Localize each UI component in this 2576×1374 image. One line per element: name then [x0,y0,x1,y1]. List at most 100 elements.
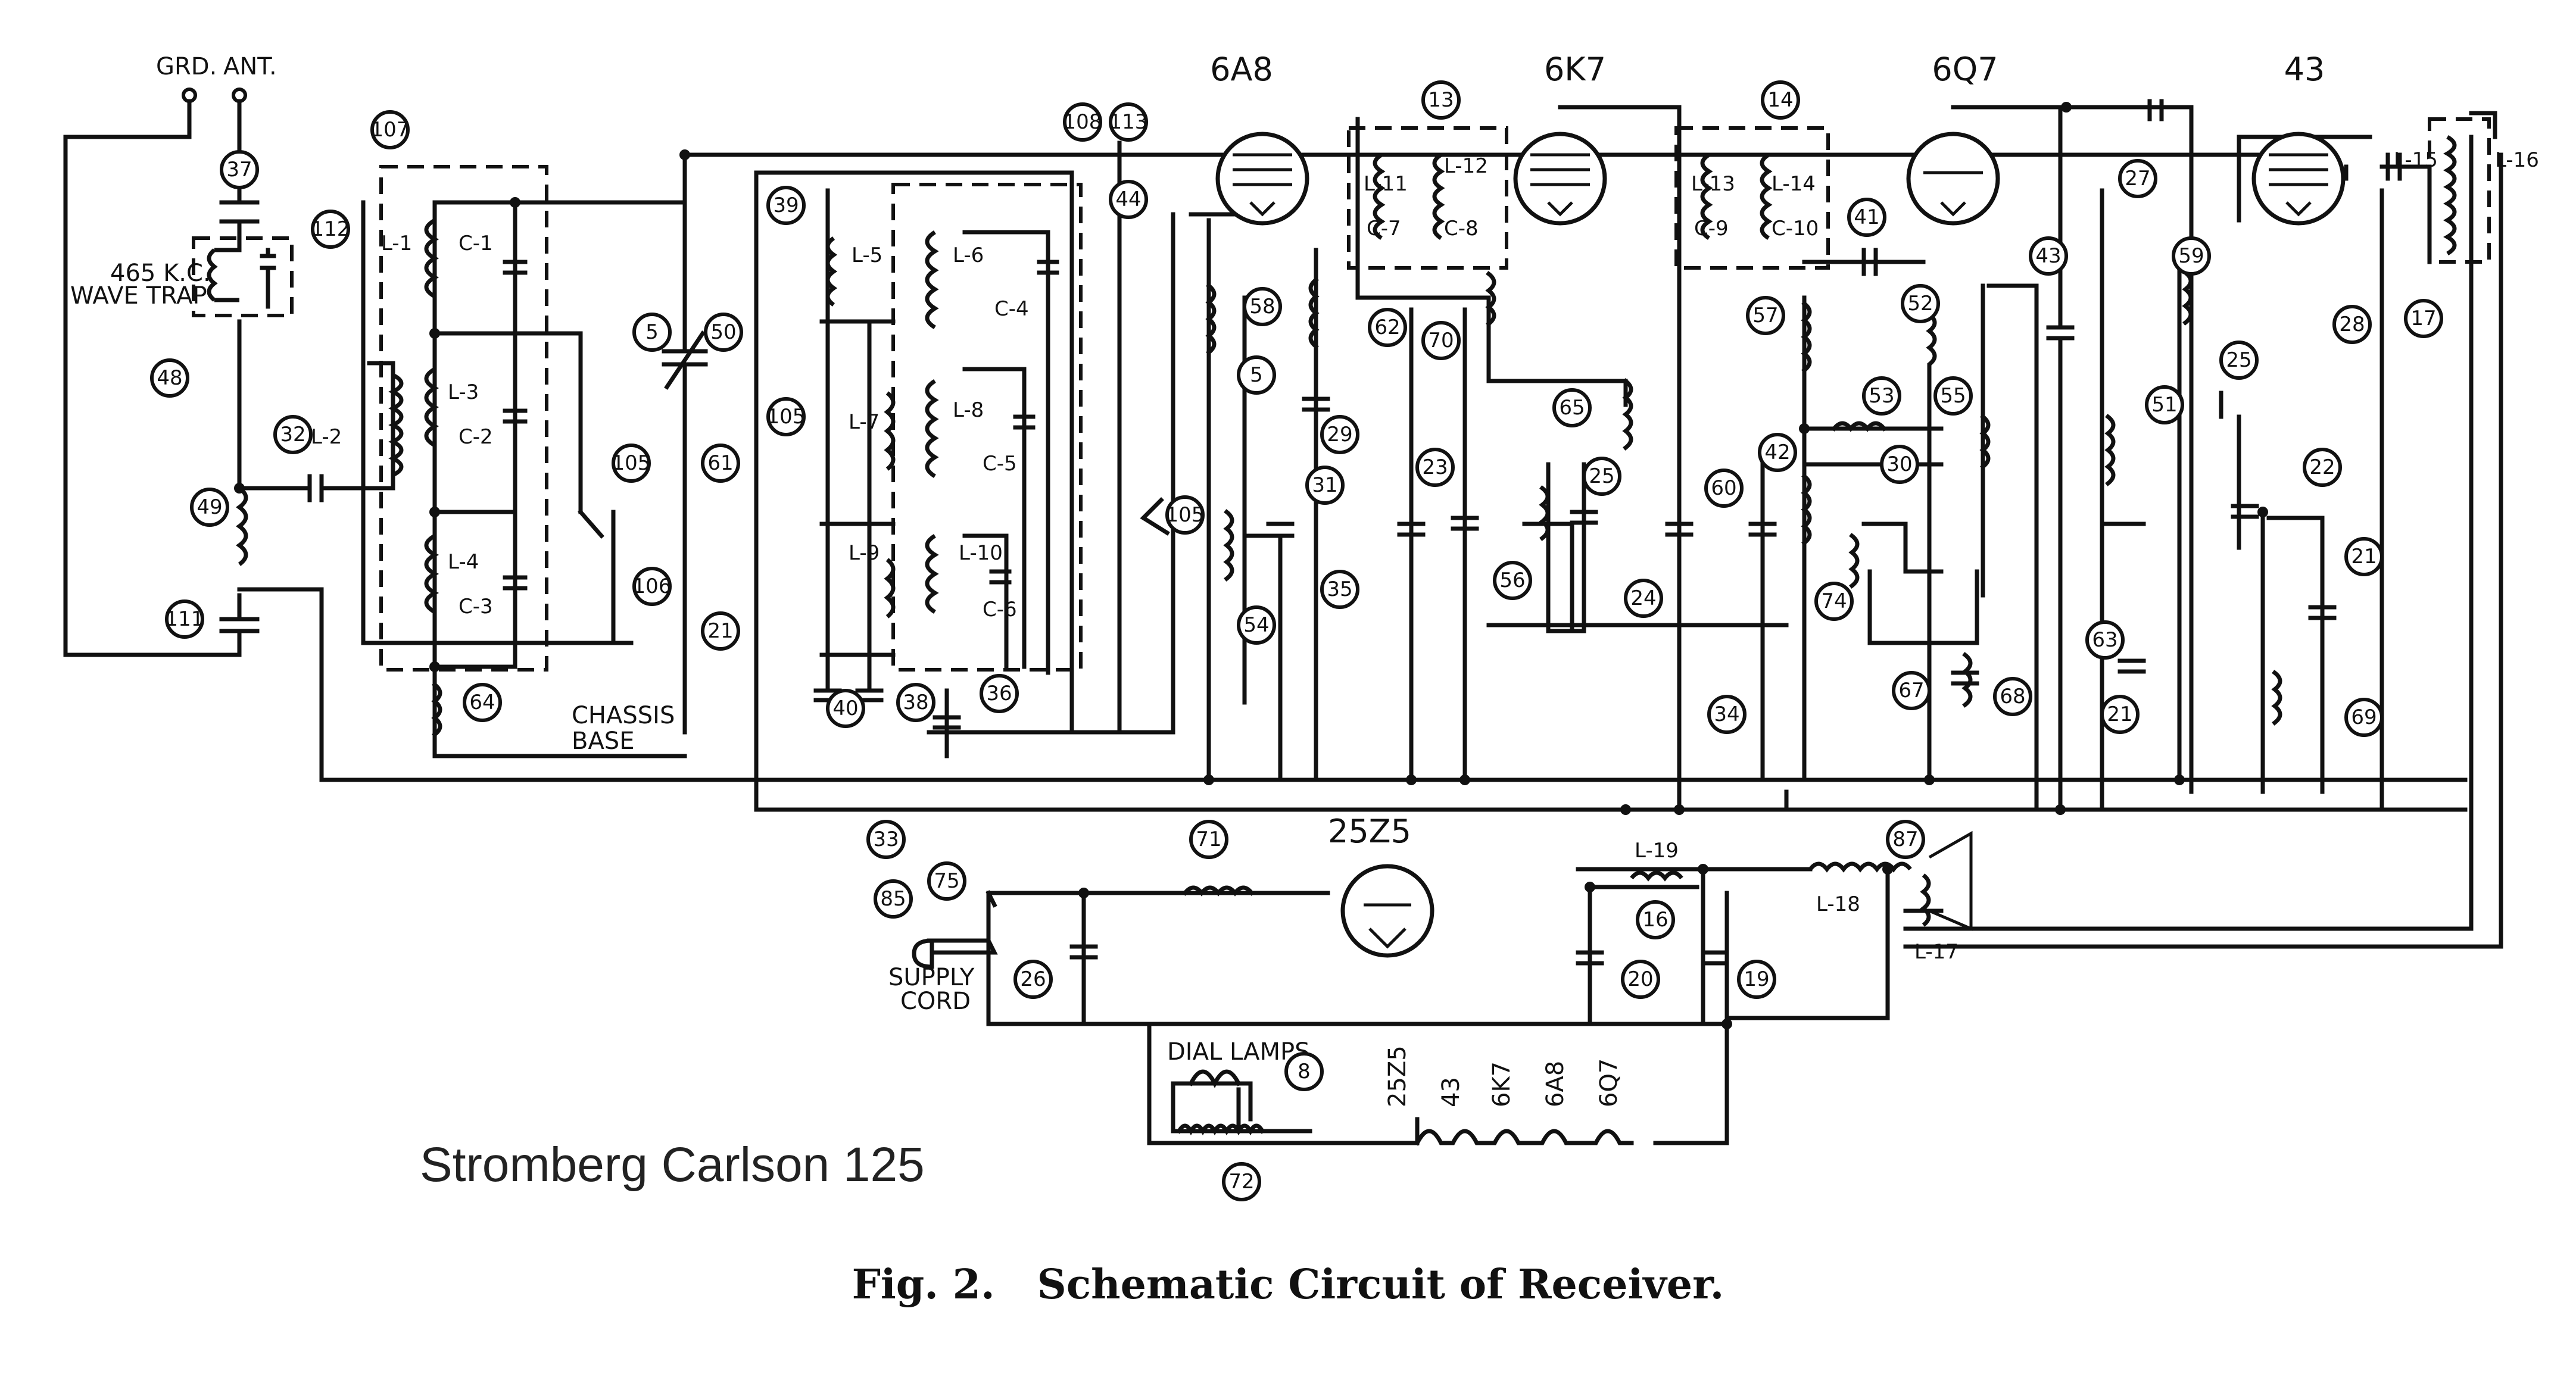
heater-6q7: 6Q7 [1595,1058,1623,1107]
chassis-label: CHASSIS [572,702,675,729]
heater-25z5: 25Z5 [1384,1045,1411,1107]
callout-31: 31 [1305,466,1345,505]
svg-text:72: 72 [1228,1170,1254,1194]
svg-text:8: 8 [1298,1060,1311,1083]
tube-label-25z5: 25Z5 [1328,813,1411,850]
callout-20: 20 [1621,960,1660,999]
callout-25: 25 [1582,457,1621,496]
callout-27: 27 [2118,159,2157,198]
svg-text:65: 65 [1559,396,1585,420]
tube-label-6k7: 6K7 [1544,51,1606,88]
callout-63: 63 [2085,620,2125,660]
label-c5: C-5 [983,452,1017,476]
svg-text:112: 112 [311,217,350,241]
svg-text:48: 48 [157,366,182,390]
cord-label: CORD [900,988,971,1015]
svg-text:113: 113 [1109,110,1148,134]
label-l8: L-8 [953,398,984,422]
callout-21: 21 [2344,537,2384,576]
callout-107: 107 [370,110,410,149]
callout-112: 112 [311,210,350,249]
svg-text:16: 16 [1642,908,1668,932]
callout-65: 65 [1552,388,1592,427]
antenna-label: ANT. [223,53,277,80]
callout-57: 57 [1746,296,1785,335]
heater-43: 43 [1437,1077,1465,1107]
callout-43: 43 [2029,236,2068,276]
figure-caption: Fig. 2. Schematic Circuit of Receiver. [852,1261,1724,1309]
tube-6q7 [1906,132,2000,226]
svg-text:60: 60 [1711,476,1736,500]
svg-text:17: 17 [2410,307,2436,330]
label-c1: C-1 [459,232,493,255]
svg-text:25: 25 [1589,464,1614,488]
svg-text:31: 31 [1312,473,1337,497]
callout-55: 55 [1933,376,1973,416]
svg-text:5: 5 [645,320,659,344]
svg-text:63: 63 [2092,628,2117,652]
label-c2: C-2 [459,425,493,449]
svg-text:62: 62 [1374,316,1400,339]
label-c9: C-9 [1694,217,1729,241]
label-l3: L-3 [448,380,479,404]
svg-text:69: 69 [2351,705,2377,729]
label-l2: L-2 [311,425,342,449]
tube-label-43: 43 [2284,51,2325,88]
svg-text:28: 28 [2339,313,2365,336]
svg-text:54: 54 [1243,613,1269,637]
svg-text:21: 21 [2107,702,2132,726]
svg-text:107: 107 [371,118,410,142]
svg-text:43: 43 [2035,244,2061,268]
callout-21: 21 [2100,695,2140,734]
svg-text:22: 22 [2309,455,2335,479]
svg-text:71: 71 [1196,827,1221,851]
label-l5: L-5 [852,243,882,267]
callout-56: 56 [1493,561,1532,600]
svg-text:85: 85 [880,887,906,911]
svg-text:21: 21 [707,619,733,643]
tube-43 [2251,132,2346,226]
callout-72: 72 [1222,1162,1261,1201]
tube-label-6a8: 6A8 [1210,51,1273,88]
callout-40: 40 [826,689,865,728]
label-l10: L-10 [959,541,1003,565]
svg-text:58: 58 [1249,295,1275,318]
svg-text:64: 64 [469,691,495,714]
svg-text:27: 27 [2125,167,2150,191]
callout-48: 48 [150,358,189,398]
dial-lamps-label: DIAL LAMPS [1167,1038,1310,1066]
svg-text:41: 41 [1854,205,1879,229]
callout-59: 59 [2172,236,2211,276]
callout-61: 61 [701,444,740,483]
svg-text:108: 108 [1064,110,1102,134]
svg-text:56: 56 [1499,569,1525,592]
callout-58: 58 [1243,287,1282,326]
label-l19: L-19 [1635,839,1679,863]
svg-text:111: 111 [166,607,204,631]
callout-87: 87 [1886,820,1925,859]
callout-54: 54 [1237,605,1276,645]
callout-8: 8 [1284,1052,1324,1091]
callout-108: 108 [1063,102,1102,142]
svg-text:105: 105 [767,405,806,429]
label-c8: C-8 [1444,217,1479,241]
tube-label-6q7: 6Q7 [1932,51,1998,88]
svg-text:51: 51 [2151,393,2177,417]
callout-70: 70 [1421,321,1461,360]
callout-51: 51 [2145,385,2184,424]
svg-text:55: 55 [1940,384,1966,408]
callout-17: 17 [2404,299,2443,338]
tube-25z5 [1340,864,1434,958]
svg-text:61: 61 [707,451,733,475]
svg-text:32: 32 [280,423,305,446]
callout-67: 67 [1892,671,1931,710]
callout-71: 71 [1189,820,1228,859]
svg-text:106: 106 [633,574,672,598]
label-l12: L-12 [1444,154,1488,178]
svg-text:44: 44 [1115,188,1141,211]
svg-text:75: 75 [934,869,959,893]
wave-trap-line2: WAVE TRAP [70,282,207,310]
svg-text:19: 19 [1744,967,1769,991]
svg-text:30: 30 [1886,452,1912,476]
